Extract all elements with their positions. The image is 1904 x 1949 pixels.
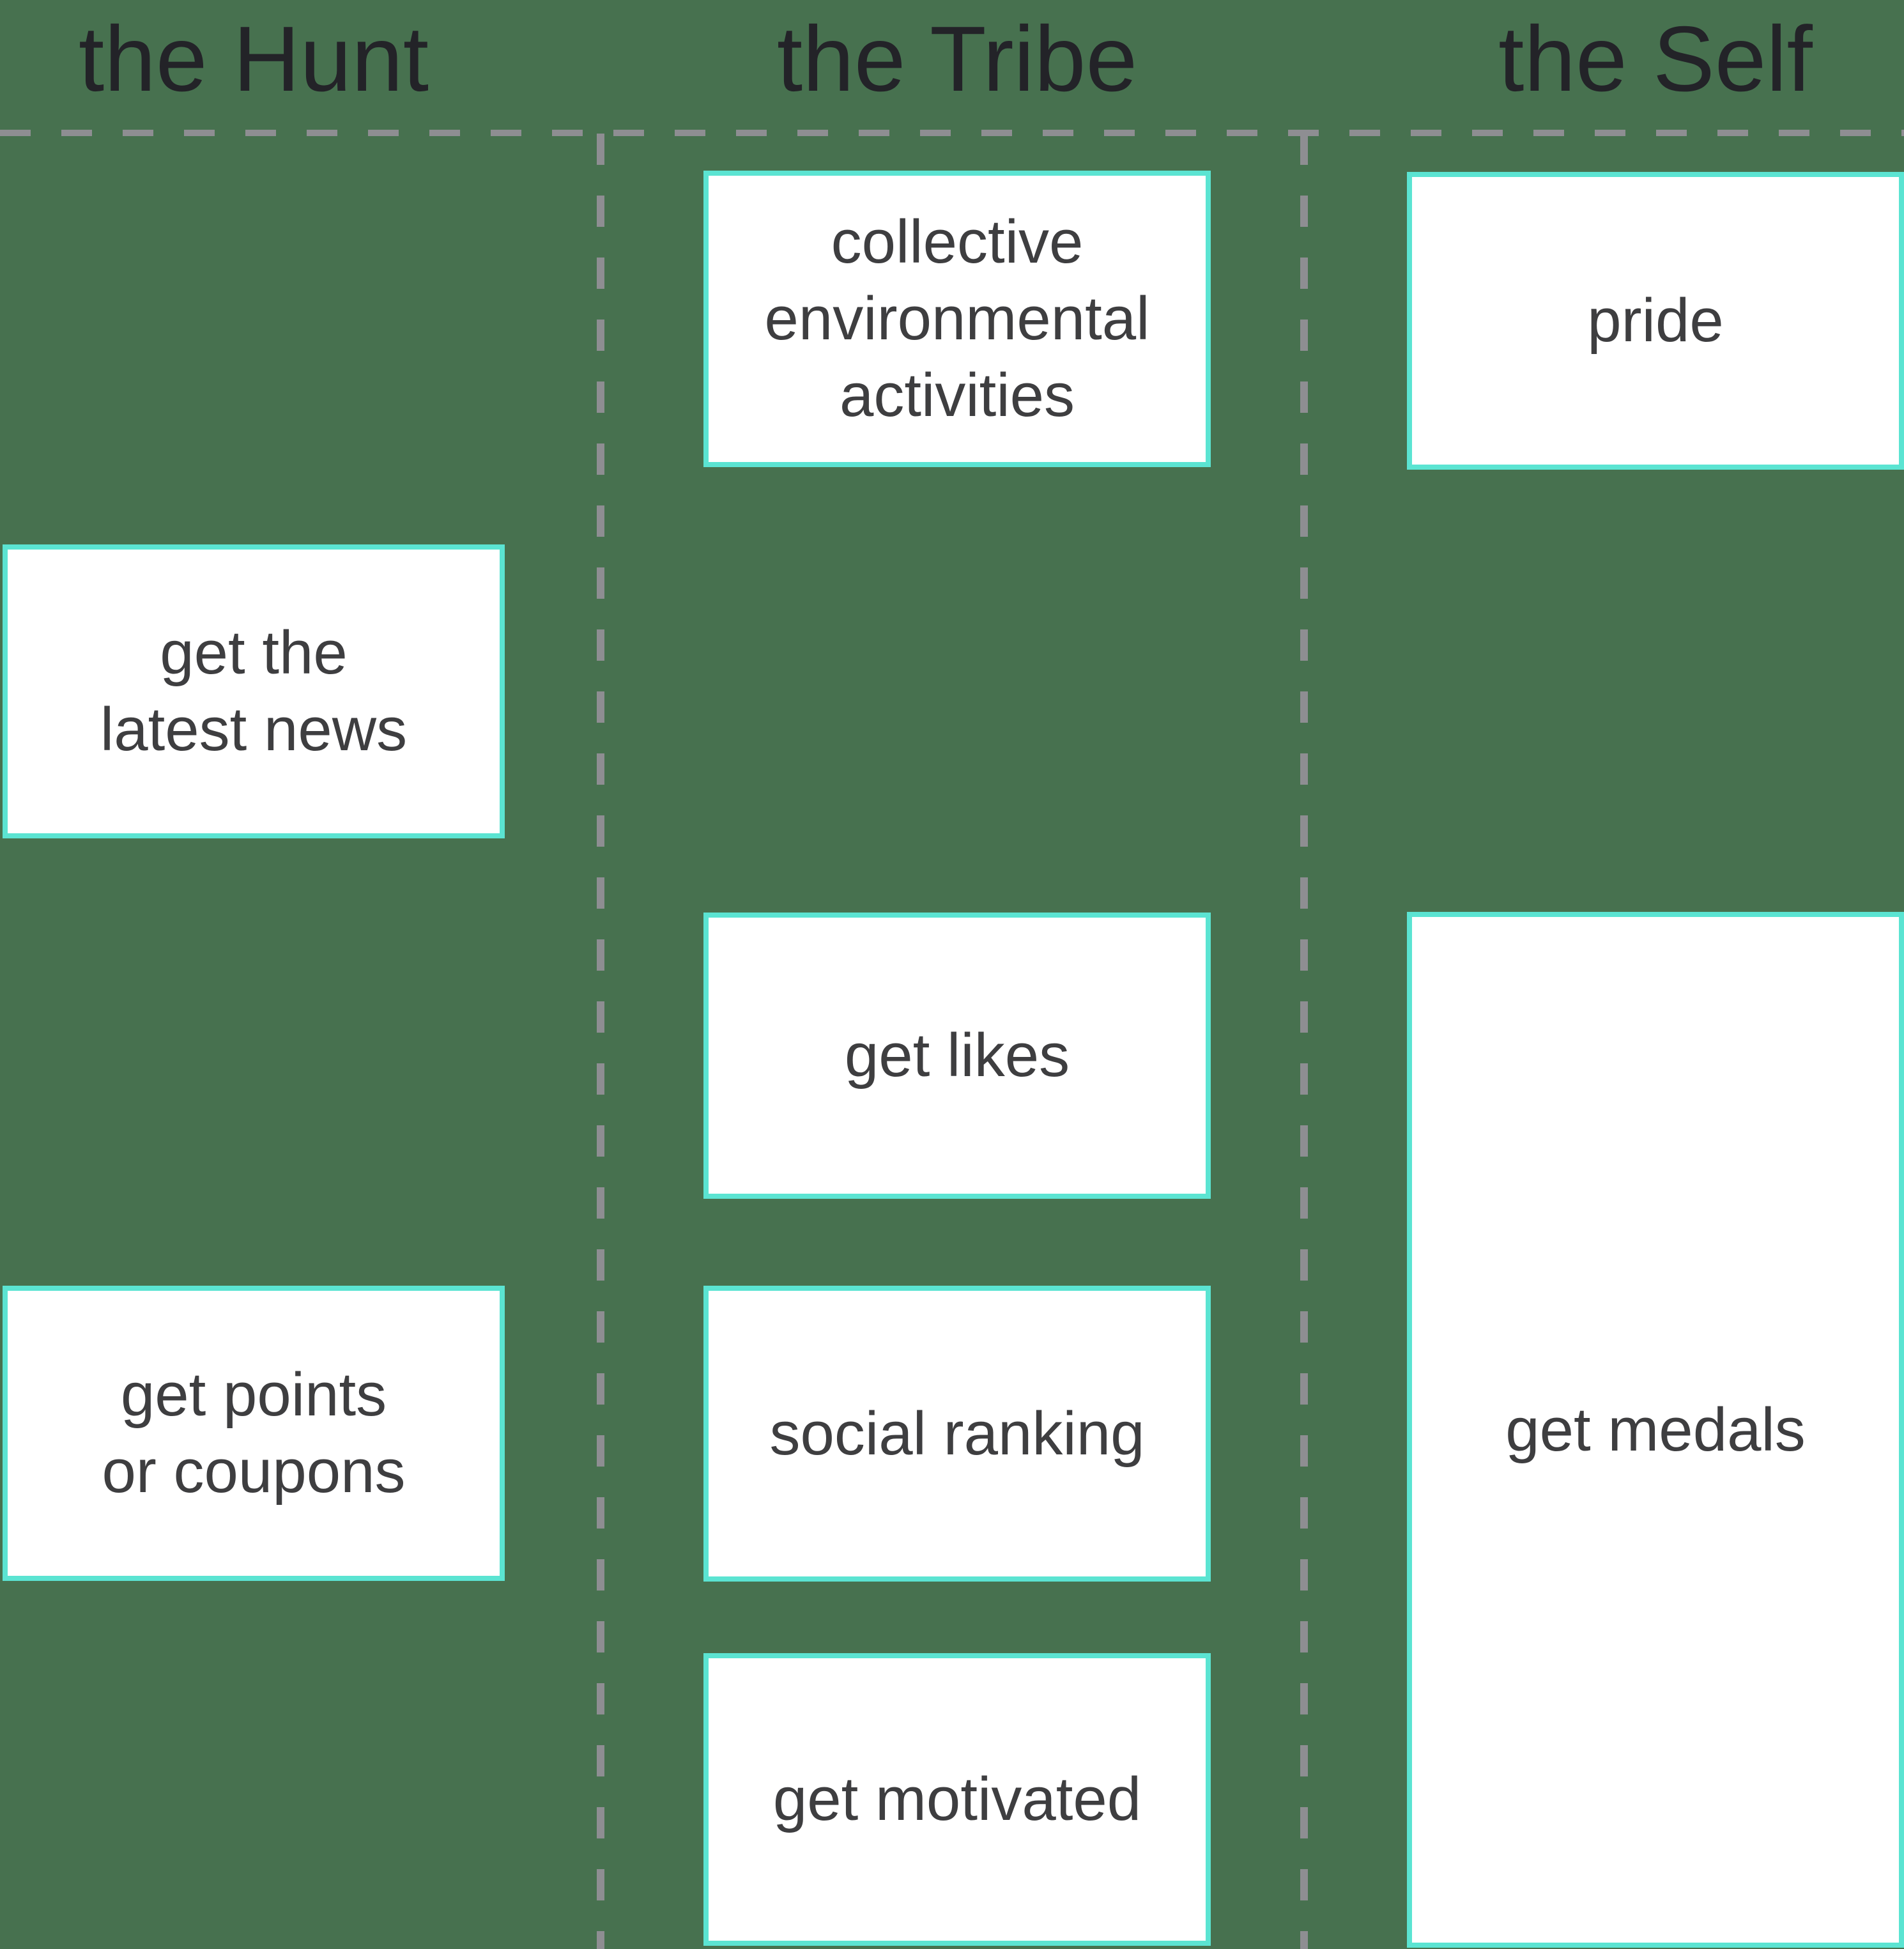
box-social-ranking: social ranking <box>703 1286 1211 1582</box>
box-get-the-latest-news-label: get the latest news <box>100 619 408 764</box>
box-social-ranking-label: social ranking <box>769 1399 1145 1468</box>
box-get-medals-label: get medals <box>1505 1395 1806 1464</box>
box-pride-label: pride <box>1587 286 1724 355</box>
column-divider-dashed-line-1 <box>597 134 604 1949</box>
box-collective-environmental-activities: collective environmental activities <box>703 171 1211 467</box>
column-header-hunt: the Hunt <box>78 6 429 111</box>
box-pride: pride <box>1407 172 1904 470</box>
box-get-points-or-coupons: get points or coupons <box>3 1286 505 1581</box>
header-divider-dashed-line <box>0 130 1904 136</box>
box-get-motivated-label: get motivated <box>772 1765 1142 1833</box>
column-header-tribe: the Tribe <box>776 6 1138 111</box>
box-get-points-or-coupons-label: get points or coupons <box>102 1360 406 1506</box>
box-get-the-latest-news: get the latest news <box>3 544 505 838</box>
box-get-motivated: get motivated <box>703 1653 1211 1946</box>
box-get-likes: get likes <box>703 913 1211 1199</box>
box-collective-environmental-activities-label: collective environmental activities <box>764 208 1150 429</box>
box-get-medals: get medals <box>1407 912 1904 1948</box>
box-get-likes-label: get likes <box>844 1021 1070 1090</box>
column-divider-dashed-line-2 <box>1300 134 1308 1949</box>
column-header-self: the Self <box>1498 6 1813 111</box>
